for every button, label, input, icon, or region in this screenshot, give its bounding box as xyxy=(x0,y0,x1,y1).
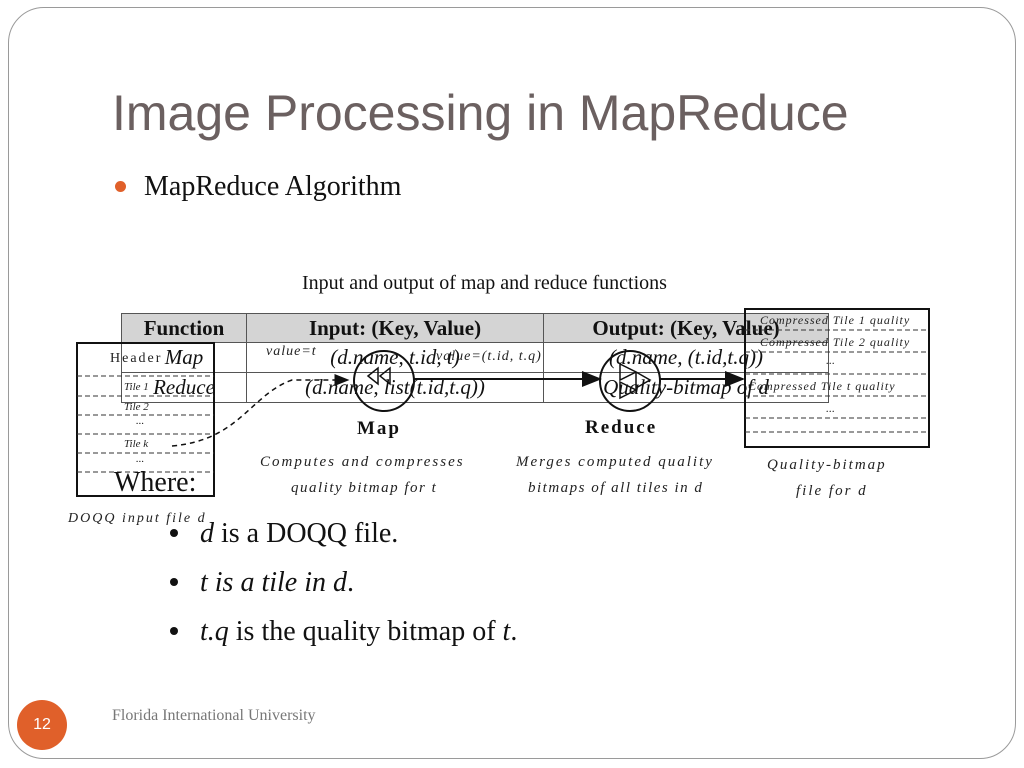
bullet-mapreduce-algorithm: MapReduce Algorithm xyxy=(144,171,402,202)
header-function: Function xyxy=(121,313,247,343)
slide-frame xyxy=(8,7,1016,759)
input-file-dividers xyxy=(77,375,214,473)
reduce-desc-1: Merges computed quality xyxy=(515,454,714,470)
input-tile-ellipsis: ... xyxy=(136,415,144,427)
where-item-d: d is a DOQQ file. xyxy=(170,518,398,550)
output-file-label-1: Quality-bitmap xyxy=(767,457,887,473)
input-tile-1: Tile 1 xyxy=(124,381,149,393)
input-file-label: DOQQ input file d xyxy=(67,511,207,526)
output-row-ellipsis: ... xyxy=(826,353,835,367)
header-input: Input: (Key, Value) xyxy=(246,313,544,343)
bullet-dot xyxy=(170,577,178,586)
output-row-2: Compressed Tile 2 quality xyxy=(760,335,910,349)
output-row-ellipsis-2: ... xyxy=(826,401,835,415)
bullet-dot xyxy=(170,626,178,635)
input-file-header: Header xyxy=(110,351,162,366)
input-tile-2: Tile 2 xyxy=(124,401,149,413)
cell-map-output: (d.name, (t.id,t.q)) xyxy=(543,342,829,373)
output-row-t: Compressed Tile t quality xyxy=(748,379,896,393)
input-file-box xyxy=(76,342,215,497)
output-file-label-2: file for d xyxy=(796,483,868,499)
table-row: Map (d.name, t.id, t) (d.name, (t.id,t.q… xyxy=(121,342,829,373)
where-item-t: t is a tile in d. xyxy=(170,567,354,599)
reduce-input-label: value=(t.id, t.q) xyxy=(436,349,542,364)
reduce-desc-2: bitmaps of all tiles in d xyxy=(528,480,703,496)
cell-reduce-function: Reduce xyxy=(121,372,247,403)
tile-to-map-arrow xyxy=(171,374,350,447)
bullet-marker xyxy=(115,181,126,192)
page-number-badge: 12 xyxy=(17,700,67,750)
table-caption: Input and output of map and reduce funct… xyxy=(302,272,667,294)
input-tile-ellipsis-2: ... xyxy=(136,453,144,465)
map-input-label: value=t xyxy=(266,344,317,359)
map-desc-2: quality bitmap for t xyxy=(291,480,437,496)
footer-text: Florida International University xyxy=(112,707,316,724)
map-node-glyph xyxy=(366,366,391,386)
slide-title: Image Processing in MapReduce xyxy=(112,85,849,141)
table-header-row: Function Input: (Key, Value) Output: (Ke… xyxy=(121,313,829,343)
output-file-box xyxy=(744,308,930,448)
input-tile-k: Tile k xyxy=(124,438,149,450)
bullet-dot xyxy=(170,528,178,537)
map-desc-1: Computes and compresses xyxy=(260,454,465,470)
map-label: Map xyxy=(357,418,401,439)
reduce-node-glyph xyxy=(619,362,652,400)
cell-reduce-input: (d.name, list(t.id,t.q)) xyxy=(246,372,544,403)
cell-map-input: (d.name, t.id, t) xyxy=(246,342,544,373)
header-output: Output: (Key, Value) xyxy=(543,313,829,343)
where-item-tq: t.q is the quality bitmap of t. xyxy=(170,616,517,648)
output-file-dividers xyxy=(745,329,929,433)
map-node xyxy=(353,350,415,412)
reduce-node xyxy=(599,350,661,412)
output-row-1: Compressed Tile 1 quality xyxy=(760,313,910,327)
where-label: Where: xyxy=(114,467,197,498)
reduce-label: Reduce xyxy=(585,417,657,438)
